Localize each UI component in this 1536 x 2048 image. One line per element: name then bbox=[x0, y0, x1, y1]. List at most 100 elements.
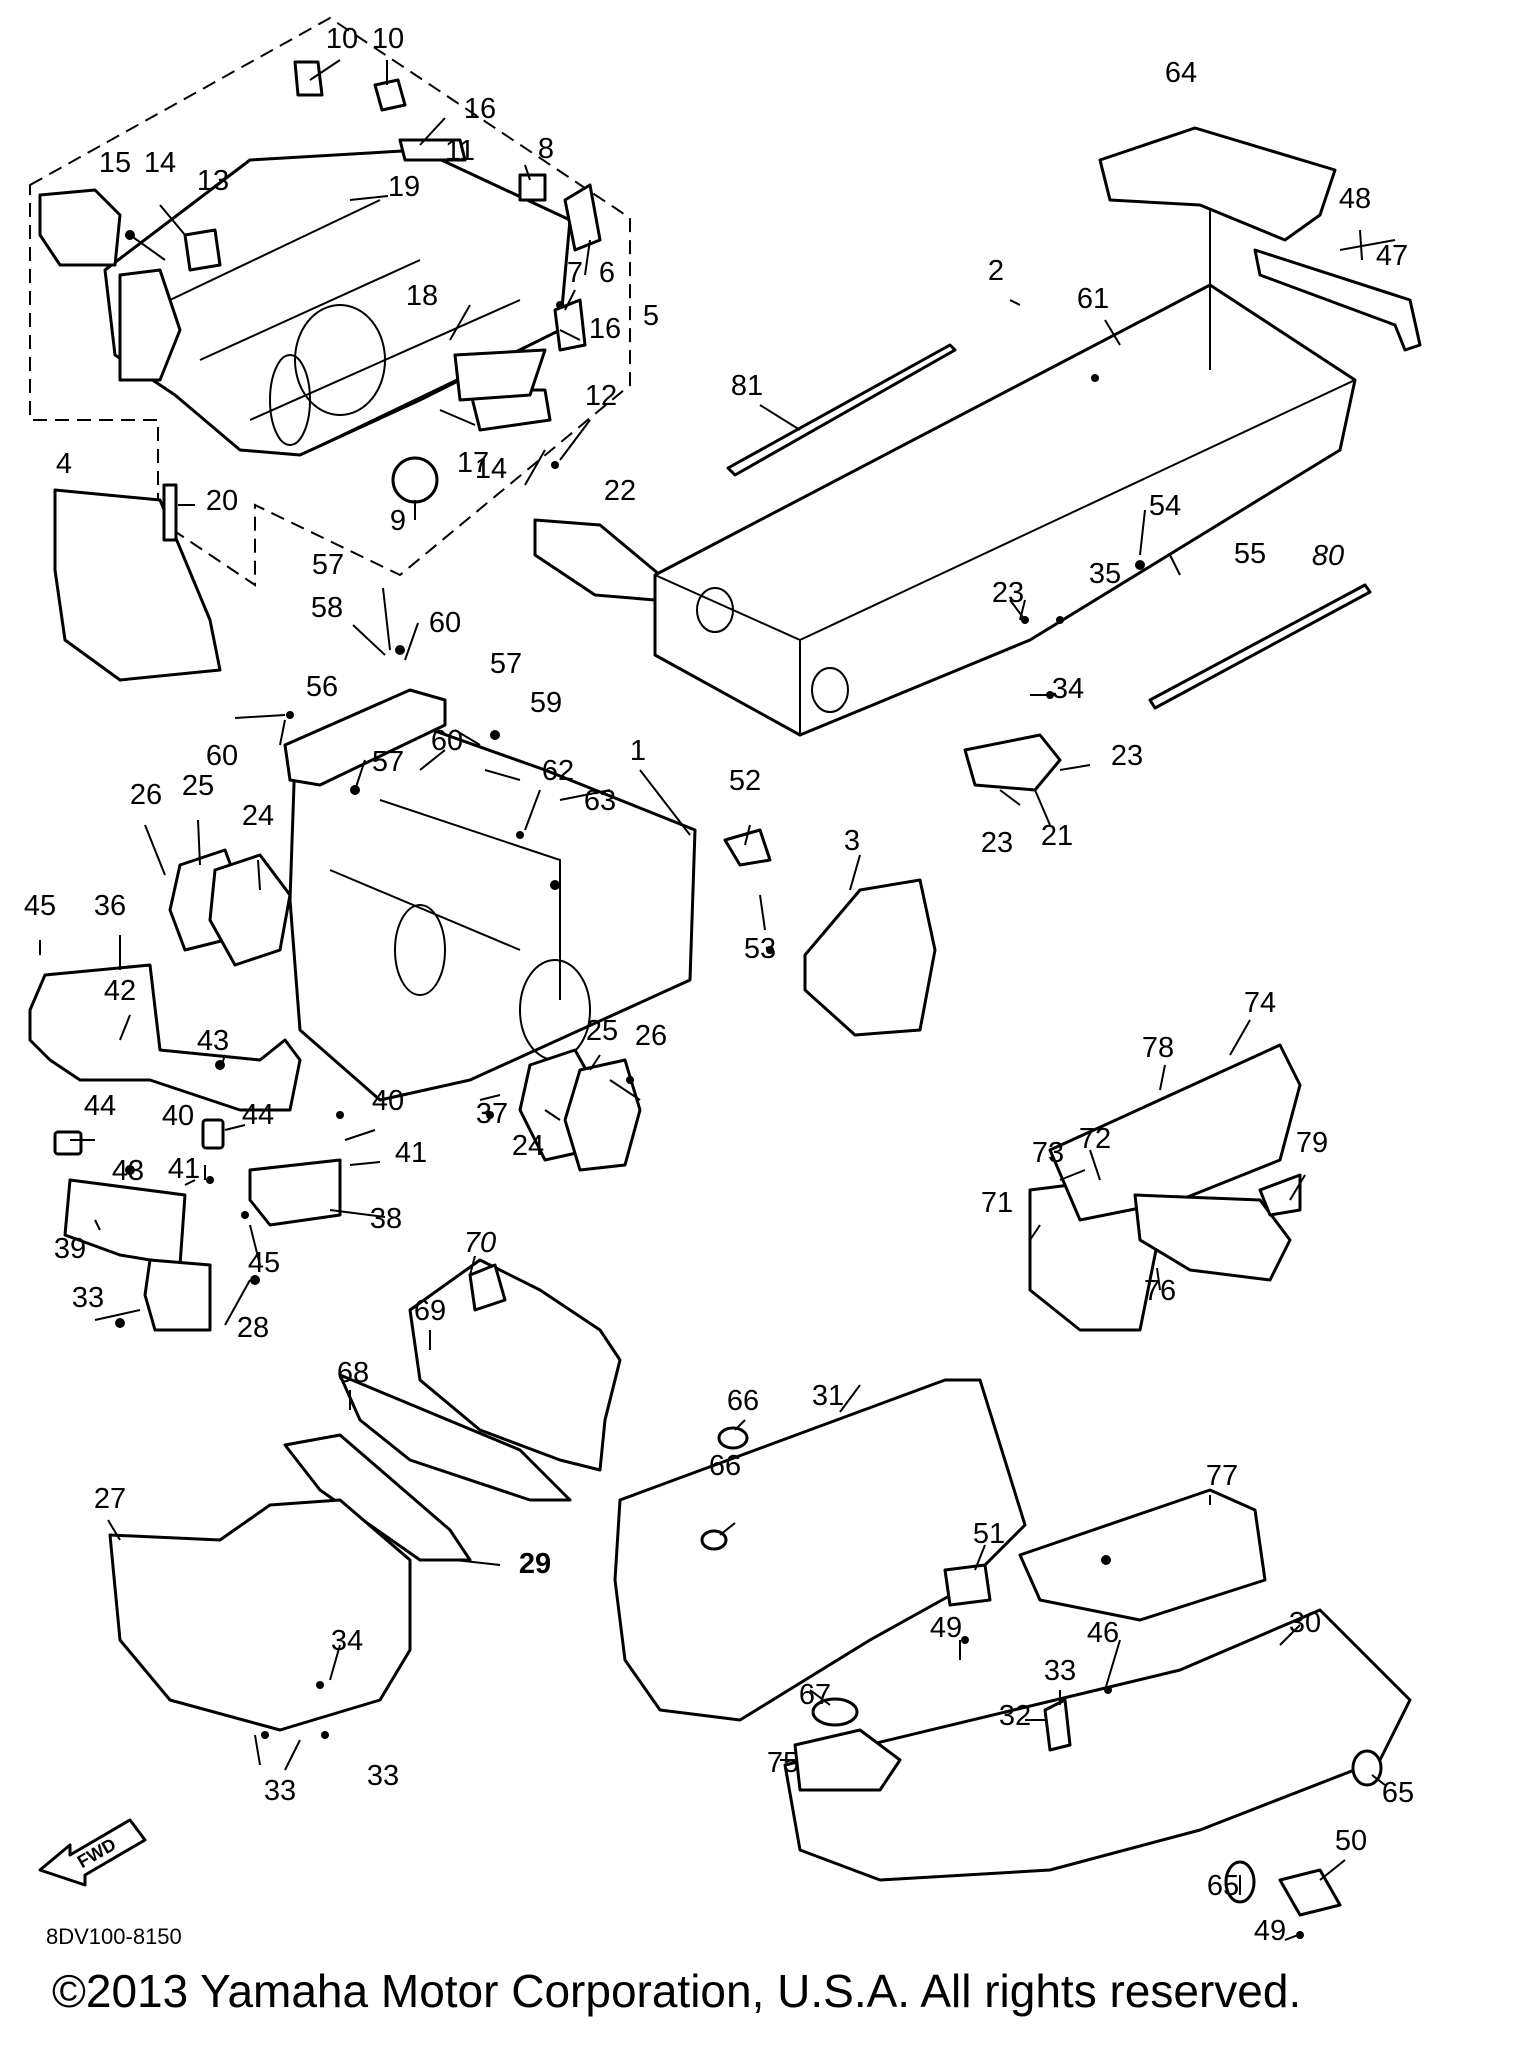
callout-33: 33 bbox=[264, 1775, 296, 1807]
callout-43: 43 bbox=[112, 1155, 144, 1187]
frame-brackets bbox=[183, 60, 602, 504]
clip-44a bbox=[53, 1130, 83, 1156]
callout-16: 16 bbox=[464, 93, 496, 125]
callout-35: 35 bbox=[1089, 558, 1121, 590]
bracket-32 bbox=[1043, 1698, 1072, 1752]
callout-80: 80 bbox=[1312, 540, 1344, 572]
callout-61: 61 bbox=[1077, 283, 1109, 315]
callout-17: 17 bbox=[457, 447, 489, 479]
callout-50: 50 bbox=[1335, 1825, 1367, 1857]
clip-44b bbox=[201, 1118, 225, 1150]
callout-45: 45 bbox=[24, 890, 56, 922]
callout-4: 4 bbox=[56, 448, 72, 480]
callout-46: 46 bbox=[1087, 1617, 1119, 1649]
callout-8: 8 bbox=[538, 133, 554, 165]
callout-31: 31 bbox=[812, 1380, 844, 1412]
fwd-arrow-icon: FWD bbox=[38, 1818, 147, 1887]
panel-70 bbox=[468, 1263, 507, 1312]
callout-54: 54 bbox=[1149, 490, 1181, 522]
rail-47 bbox=[1253, 248, 1422, 352]
callout-23: 23 bbox=[1111, 740, 1143, 772]
callout-60: 60 bbox=[431, 725, 463, 757]
shield-68 bbox=[338, 1373, 572, 1502]
callout-41: 41 bbox=[168, 1153, 200, 1185]
panel-77 bbox=[1018, 1488, 1267, 1622]
callout-78: 78 bbox=[1142, 1032, 1174, 1064]
callout-37: 37 bbox=[476, 1098, 508, 1130]
callout-22: 22 bbox=[604, 475, 636, 507]
callout-19: 19 bbox=[388, 171, 420, 203]
callout-49: 49 bbox=[1254, 1915, 1286, 1947]
bracket-38 bbox=[248, 1158, 342, 1227]
callout-36: 36 bbox=[94, 890, 126, 922]
callout-53: 53 bbox=[744, 933, 776, 965]
callout-58: 58 bbox=[311, 592, 343, 624]
callout-33: 33 bbox=[1044, 1655, 1076, 1687]
cover-3 bbox=[803, 878, 937, 1037]
callout-23: 23 bbox=[981, 827, 1013, 859]
callout-10: 10 bbox=[326, 23, 358, 55]
callout-9: 9 bbox=[390, 505, 406, 537]
callout-38: 38 bbox=[370, 1203, 402, 1235]
boot-left bbox=[168, 848, 292, 967]
callout-60: 60 bbox=[429, 607, 461, 639]
clip-20 bbox=[162, 483, 178, 542]
callout-68: 68 bbox=[337, 1357, 369, 1389]
callout-7: 7 bbox=[567, 257, 583, 289]
callout-23: 23 bbox=[992, 577, 1024, 609]
flap-64 bbox=[1098, 126, 1337, 242]
shield-69 bbox=[408, 1258, 622, 1472]
panel-76 bbox=[1133, 1193, 1292, 1282]
callout-72: 72 bbox=[1079, 1123, 1111, 1155]
callout-49: 49 bbox=[930, 1612, 962, 1644]
callout-40: 40 bbox=[162, 1100, 194, 1132]
seal-67 bbox=[811, 1697, 859, 1727]
callout-13: 13 bbox=[197, 165, 229, 197]
callout-14: 14 bbox=[475, 453, 507, 485]
callout-29: 29 bbox=[519, 1548, 551, 1580]
callout-40: 40 bbox=[372, 1085, 404, 1117]
callout-76: 76 bbox=[1144, 1275, 1176, 1307]
pan-30 bbox=[783, 1608, 1412, 1882]
strip-81 bbox=[726, 343, 957, 477]
callout-63: 63 bbox=[584, 785, 616, 817]
callout-75: 75 bbox=[767, 1747, 799, 1779]
callout-14: 14 bbox=[144, 147, 176, 179]
callout-1: 1 bbox=[630, 735, 646, 767]
callout-34: 34 bbox=[1052, 673, 1084, 705]
panel-79 bbox=[1258, 1173, 1302, 1217]
callout-51: 51 bbox=[973, 1518, 1005, 1550]
bracket-21 bbox=[963, 733, 1062, 792]
callout-25: 25 bbox=[586, 1015, 618, 1047]
callout-25: 25 bbox=[182, 770, 214, 802]
callout-43: 43 bbox=[197, 1025, 229, 1057]
callout-67: 67 bbox=[799, 1679, 831, 1711]
callout-74: 74 bbox=[1244, 987, 1276, 1019]
bracket-4 bbox=[53, 488, 222, 682]
copyright-notice: ©2013 Yamaha Motor Corporation, U.S.A. A… bbox=[52, 1965, 1302, 2017]
callout-66: 66 bbox=[727, 1385, 759, 1417]
frame-1 bbox=[288, 713, 697, 1102]
callout-44: 44 bbox=[242, 1099, 274, 1131]
callout-15: 15 bbox=[99, 147, 131, 179]
lead-lines bbox=[39, 59, 1396, 1941]
callout-27: 27 bbox=[94, 1483, 126, 1515]
callout-33: 33 bbox=[72, 1282, 104, 1314]
callout-65: 65 bbox=[1382, 1777, 1414, 1809]
bumper-36 bbox=[28, 963, 302, 1112]
callout-20: 20 bbox=[206, 485, 238, 517]
callout-45: 45 bbox=[248, 1247, 280, 1279]
callout-12: 12 bbox=[585, 380, 617, 412]
grommet-66a bbox=[717, 1426, 749, 1450]
callout-3: 3 bbox=[844, 825, 860, 857]
callout-47: 47 bbox=[1376, 240, 1408, 272]
callout-24: 24 bbox=[512, 1130, 544, 1162]
bracket-22 bbox=[533, 518, 662, 602]
callout-33: 33 bbox=[367, 1760, 399, 1792]
callout-34: 34 bbox=[331, 1625, 363, 1657]
bracket-28 bbox=[143, 1258, 212, 1332]
callout-26: 26 bbox=[130, 779, 162, 811]
callout-24: 24 bbox=[242, 800, 274, 832]
callout-30: 30 bbox=[1289, 1607, 1321, 1639]
